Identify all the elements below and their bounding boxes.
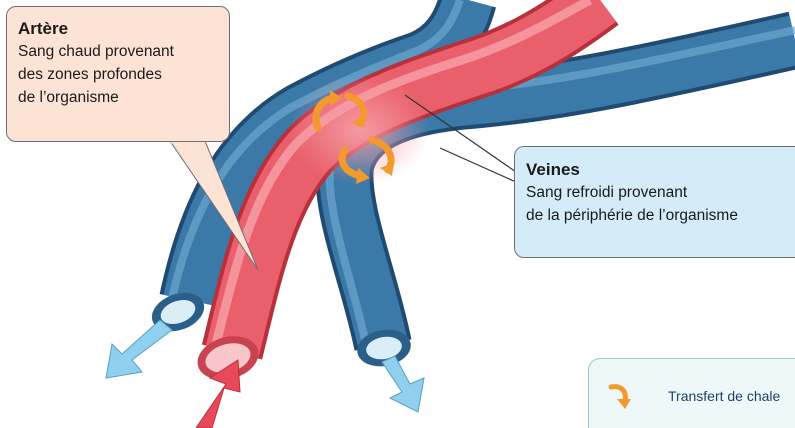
legend: Transfert de chale <box>588 358 795 428</box>
legend-heat-transfer-label: Transfert de chale <box>668 388 780 404</box>
artery-desc-line-2: des zones profondes <box>18 63 229 86</box>
artery-desc-line-1: Sang chaud provenant <box>18 40 229 63</box>
outflow-arrow-left <box>106 320 172 378</box>
artery-callout: Artère Sang chaud provenant des zones pr… <box>6 6 230 142</box>
veins-title: Veines <box>526 159 795 181</box>
veins-callout: Veines Sang refroidi provenant de la pér… <box>514 146 795 258</box>
heat-transfer-icon <box>607 381 637 411</box>
heat-glow <box>290 75 430 185</box>
outflow-arrow-right <box>382 356 424 412</box>
artery-desc-line-3: de l’organisme <box>18 86 229 109</box>
artery-title: Artère <box>18 18 229 40</box>
veins-desc-line-2: de la périphérie de l’organisme <box>526 204 795 227</box>
veins-desc-line-1: Sang refroidi provenant <box>526 181 795 204</box>
